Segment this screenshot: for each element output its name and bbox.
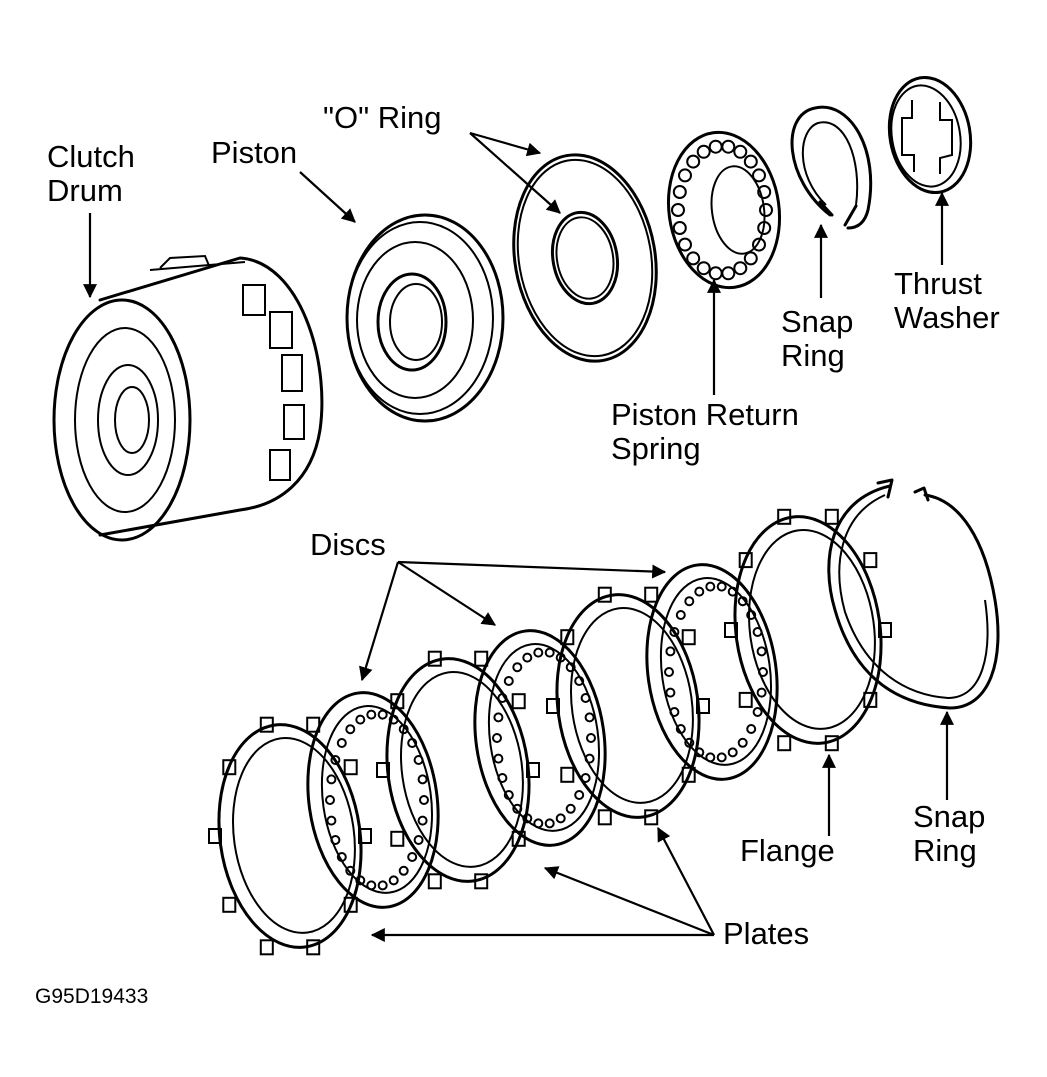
o-ring-label: "O" Ring	[323, 100, 442, 135]
leader-lines	[83, 131, 954, 942]
spring-coil	[752, 237, 766, 252]
clutch-pack-part	[208, 508, 892, 956]
piston-return-spring-part	[666, 130, 782, 290]
piston-part	[345, 213, 505, 423]
spring-coil	[721, 266, 736, 281]
discs-label: Discs	[310, 527, 386, 562]
spring-coil	[671, 203, 685, 217]
spring-coil	[672, 185, 687, 199]
plates-arrow-3	[657, 826, 715, 936]
spring-coil	[678, 168, 692, 183]
snap-ring-bottom-label: Snap Ring	[913, 799, 986, 868]
plates-label: Plates	[723, 916, 810, 951]
clutch-plate	[208, 716, 372, 956]
discs-arrow-2	[397, 561, 496, 626]
clutch-disc	[306, 691, 440, 909]
spring-coil	[733, 144, 748, 159]
spring-coil	[708, 139, 723, 154]
figure-code: G95D19433	[35, 985, 149, 1008]
clutch-disc	[645, 563, 779, 781]
snap-ring-top-label: Snap Ring	[781, 304, 854, 373]
discs-arrow-3	[397, 560, 667, 579]
clutch-plate	[546, 586, 710, 826]
clutch-drum-part	[52, 254, 324, 542]
o-ring-part	[512, 153, 658, 363]
piston-label: Piston	[211, 135, 298, 170]
o-ring-arrow-inner	[469, 132, 561, 214]
clutch-plate	[376, 650, 540, 890]
spring-coil	[708, 266, 723, 281]
spring-coil	[757, 185, 772, 199]
spring-coil	[752, 168, 766, 183]
o-ring-arrow-outer	[469, 131, 542, 157]
snap-ring-bottom-part	[827, 478, 1000, 710]
piston-arrow	[299, 171, 356, 223]
piston-return-spring-label: Piston Return Spring	[611, 397, 799, 466]
thrust-washer-part	[887, 75, 973, 195]
thrust-washer-label: Thrust Washer	[894, 266, 1000, 335]
spring-coil	[733, 261, 748, 276]
discs-arrow-1	[359, 561, 400, 682]
spring-coil	[678, 237, 692, 252]
plates-arrow-2	[543, 866, 715, 937]
spring-coil	[672, 221, 687, 235]
spring-coil	[743, 154, 758, 169]
flange-label: Flange	[740, 833, 835, 868]
spring-coil	[686, 251, 701, 266]
spring-coil	[721, 139, 736, 154]
spring-coil	[686, 154, 701, 169]
spring-coil	[743, 251, 758, 266]
clutch-drum-label: Clutch Drum	[47, 139, 135, 208]
spring-coil	[759, 203, 773, 217]
clutch-disc	[473, 629, 607, 847]
spring-coil	[757, 221, 772, 235]
spring-coil	[696, 144, 711, 159]
clutch-plate	[724, 508, 892, 752]
spring-coil	[696, 261, 711, 276]
snap-ring-top-part	[790, 105, 873, 230]
